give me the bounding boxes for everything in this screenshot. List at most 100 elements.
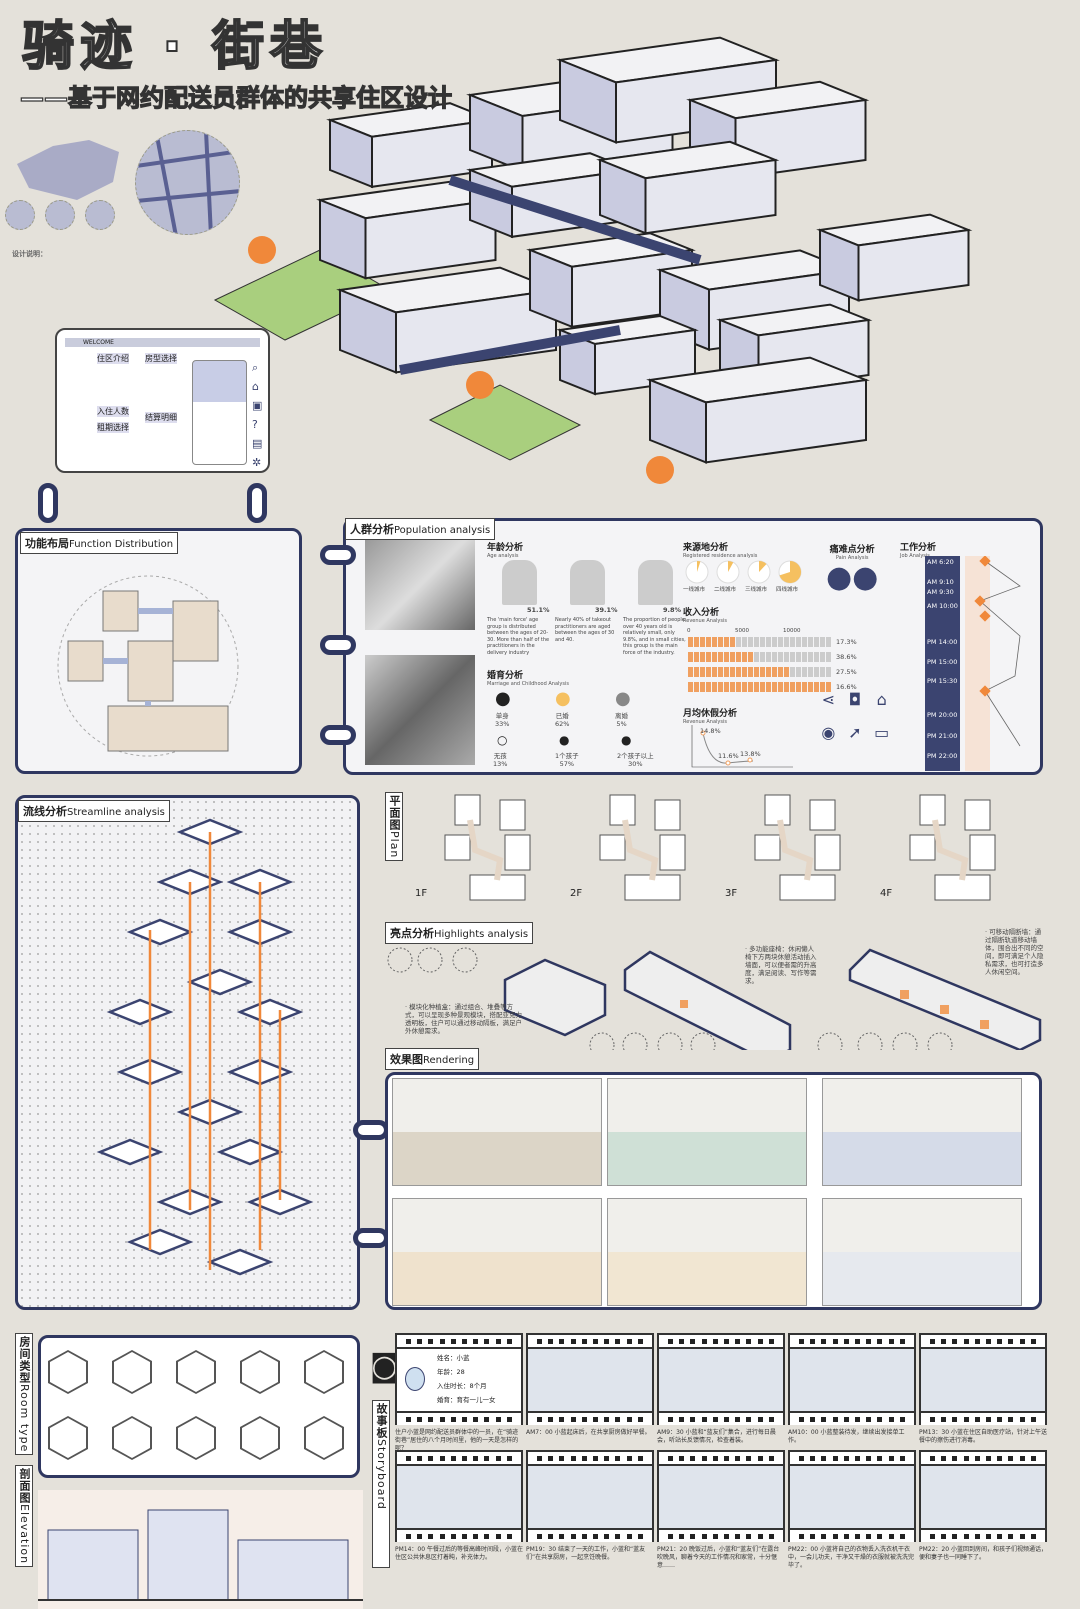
pie-slice — [697, 561, 701, 572]
marriage-pct: 33% — [495, 720, 510, 728]
floor-plate — [246, 1188, 314, 1216]
help-icon[interactable]: ? — [252, 418, 258, 431]
income-percent: 27.5% — [836, 668, 857, 676]
storyboard-frame — [657, 1333, 785, 1425]
site-map-circle — [135, 130, 240, 235]
menu-room-type[interactable]: 房型选择 — [145, 353, 177, 364]
marriage-status: 离婚 — [615, 712, 628, 720]
film-perforation — [659, 1413, 783, 1425]
storyboard-frame — [919, 1333, 1047, 1425]
gear-icon[interactable]: ✲ — [252, 456, 262, 469]
design-description: 设计说明： — [12, 250, 217, 259]
income-bar-cell — [688, 682, 693, 692]
income-bar-cell — [766, 682, 771, 692]
rendering-title-cn: 效果图 — [390, 1053, 423, 1066]
rendering-image — [607, 1078, 807, 1186]
income-percent: 17.3% — [836, 638, 857, 646]
age-analysis: 年龄分析 Age analysis — [487, 540, 523, 559]
income-bar-cell — [712, 667, 717, 677]
search-icon[interactable]: ⌕ — [252, 361, 259, 374]
storyboard-caption: 住户小蓝是网约配送员群体中的一员，在“骑迹街巷”居住的八个月时间里，他的一天是怎… — [395, 1429, 519, 1452]
home-icon[interactable]: ⌂ — [252, 380, 259, 393]
room-title-cn: 房间类型 — [18, 1336, 31, 1384]
children-count: 1个孩子 — [555, 752, 579, 760]
profile-field: 婚育：育有一儿一女 — [437, 1396, 496, 1404]
map-detail-1 — [5, 200, 35, 230]
residence-pie — [747, 560, 771, 588]
menu-checkout[interactable]: 结算明细 — [145, 412, 177, 423]
room-type-model — [304, 1416, 344, 1460]
residence-subtitle: Registered residence analysis — [683, 553, 758, 559]
income-bar-cell — [700, 652, 705, 662]
income-bar-cell — [742, 637, 747, 647]
function-title: 功能布局Function Distribution — [20, 532, 179, 554]
pie-slice — [759, 561, 767, 572]
income-bar-cell — [748, 682, 753, 692]
income-bar-cell — [712, 652, 717, 662]
lock-icon: ◘ — [848, 690, 862, 709]
income-bar-cell — [700, 637, 705, 647]
tree-icon — [646, 456, 674, 484]
residence-title: 来源地分析 — [683, 543, 729, 553]
income-bar-cell — [826, 637, 831, 647]
room-title-en: Room type — [18, 1384, 31, 1453]
income-bar-cell — [742, 667, 747, 677]
population-title-cn: 人群分析 — [350, 523, 394, 536]
film-perforation — [528, 1413, 652, 1425]
children-count: 2个孩子以上 — [617, 752, 654, 760]
income-bar-cell — [772, 637, 777, 647]
floor-label: 2F — [570, 888, 583, 899]
chat-icon: ◉ — [821, 723, 836, 742]
income-bar-cell — [814, 652, 819, 662]
menu-lease[interactable]: 租期选择 — [97, 422, 129, 433]
income-bar-cell — [808, 637, 813, 647]
chat-icon[interactable]: ▤ — [252, 437, 263, 450]
highlight-note-seat: · 多功能座椅：休闲懒人椅下方两块休憩活动插入墙面，可以便者需的升高度，满足阅读… — [745, 945, 817, 985]
film-perforation — [921, 1413, 1045, 1425]
tablet-header: WELCOME — [65, 338, 260, 347]
income-bar-cell — [760, 682, 765, 692]
income-bar-cell — [766, 667, 771, 677]
storyboard-caption: PM21：20 晚饭过后，小蓝和“蓝友们”在露台吹晚风，聊着今天的工作情况和家常… — [657, 1546, 780, 1569]
income-bar-cell — [778, 637, 783, 647]
children-pct: 13% — [493, 760, 508, 768]
storyboard-caption: AM9：30 小蓝和“蓝友们”集合，进行每日晨会，听站长反馈情况，检查着装。 — [657, 1429, 776, 1444]
population-title: 人群分析Population analysis — [345, 518, 496, 540]
age-description: Nearly 40% of takeout practitioners are … — [555, 617, 615, 643]
income-bar-cell — [784, 637, 789, 647]
courier-photo-2 — [365, 655, 475, 765]
income-bar-cell — [766, 637, 771, 647]
income-bar-cell — [736, 667, 741, 677]
film-perforation — [921, 1452, 1045, 1464]
film-perforation — [659, 1335, 783, 1347]
income-bar-cell — [760, 667, 765, 677]
income-bar-cell — [772, 682, 777, 692]
tablet-mockup: WELCOME 住区介绍 房型选择 入住人数 租期选择 结算明细 ⌕ ⌂ ▣? ▤ ✲ — [55, 328, 270, 473]
user-icon[interactable]: ▣ — [252, 399, 263, 412]
room-type-model — [176, 1350, 216, 1394]
income-bar-cell — [700, 667, 705, 677]
children-pct: 30% — [628, 760, 643, 768]
storyboard-frame — [788, 1333, 916, 1425]
income-bar-cell — [718, 637, 723, 647]
floor-plate — [106, 998, 174, 1026]
menu-intro[interactable]: 住区介绍 — [97, 353, 129, 364]
child-icon: ● — [559, 733, 570, 747]
income-bar-cell — [724, 637, 729, 647]
income-bar-cell — [754, 652, 759, 662]
rest-point-label: 13.8% — [740, 750, 761, 758]
booking-card — [192, 360, 247, 465]
floor-plan — [425, 790, 545, 910]
menu-occupants[interactable]: 入住人数 — [97, 406, 129, 417]
rendering-title-en: Rendering — [423, 1055, 475, 1066]
storyboard-caption: AM7：00 小蓝起床后，在共享厨房做好早餐。 — [526, 1429, 651, 1436]
room-type-model — [48, 1350, 88, 1394]
pie-slice — [779, 561, 801, 583]
film-perforation — [397, 1452, 521, 1464]
floor-label: 1F — [415, 888, 428, 899]
rendering-image — [822, 1078, 1022, 1186]
job-time: PM 22:00 — [927, 752, 958, 760]
